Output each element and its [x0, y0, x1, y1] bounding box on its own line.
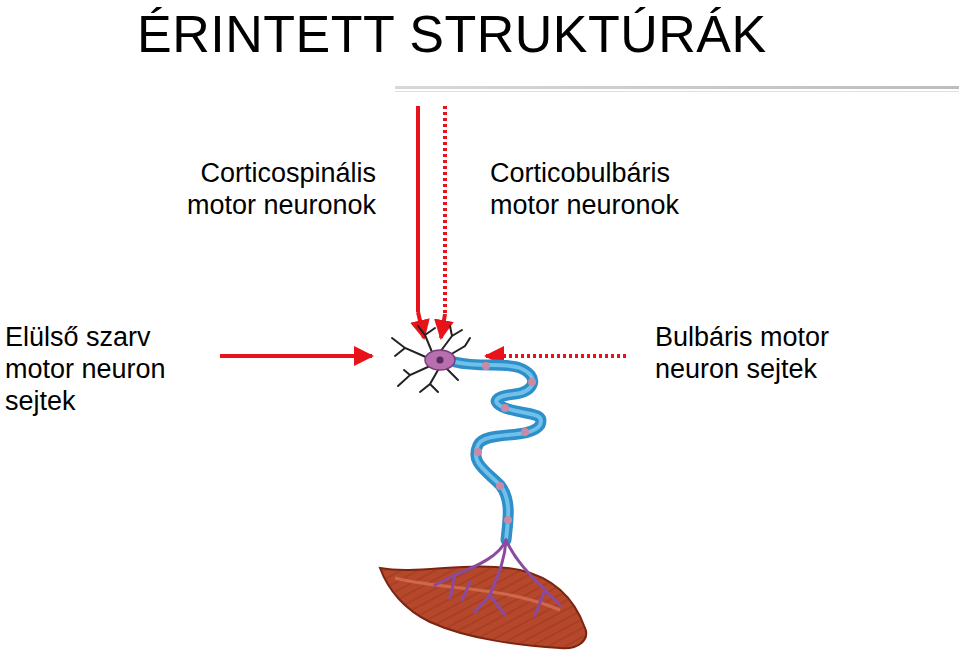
cell-body — [425, 350, 455, 370]
structure-label: Bulbáris motor neuron sejtek — [655, 322, 895, 386]
nodes-of-ranvier — [474, 362, 536, 524]
axon-terminals — [435, 540, 560, 615]
structure-label: Corticobulbáris motor neuronok — [490, 158, 740, 222]
dotted-arrow — [443, 106, 447, 314]
dendrites — [392, 326, 470, 392]
structure-label: Elülső szarv motor neuron sejtek — [5, 322, 205, 418]
muscle — [380, 566, 586, 648]
axon-core — [455, 362, 541, 540]
title-rule — [395, 91, 959, 92]
slide-title: ÉRINTETT STRUKTÚRÁK — [137, 4, 767, 65]
title-rule — [395, 86, 959, 89]
axon — [455, 362, 541, 540]
nucleus — [437, 357, 444, 364]
structure-label: Corticospinális motor neuronok — [136, 158, 376, 222]
dotted-arrow — [441, 314, 445, 338]
muscle-highlight — [395, 578, 560, 610]
solid-arrow — [220, 354, 372, 358]
solid-arrow — [416, 106, 420, 312]
muscle-fibres — [380, 566, 586, 648]
dotted-arrow — [486, 354, 626, 358]
